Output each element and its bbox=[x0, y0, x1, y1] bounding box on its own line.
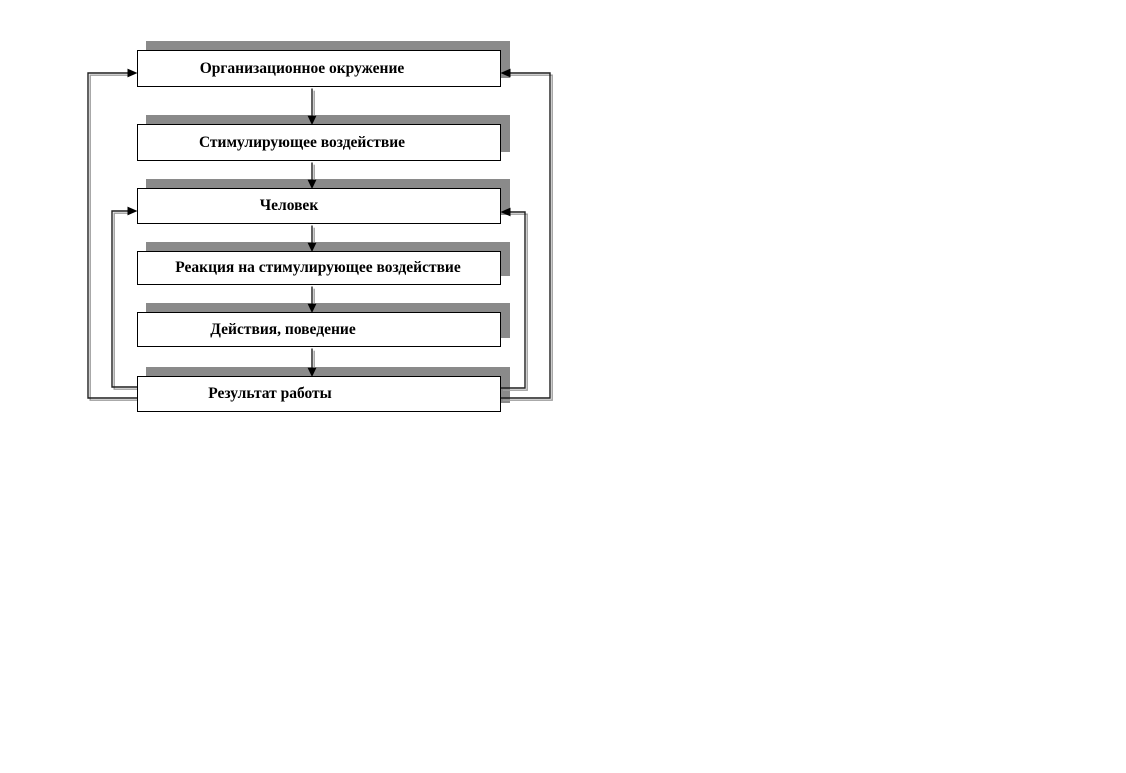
box-label-actions: Действия, поведение bbox=[210, 320, 356, 338]
feedback-arrowhead-left-inner-icon bbox=[127, 206, 138, 216]
feedback-arrowhead-left-outer-icon bbox=[127, 68, 138, 78]
diagram-box-actions: Действия, поведение bbox=[137, 312, 501, 347]
diagram-box-person: Человек bbox=[137, 188, 501, 224]
feedback-right-inner-line bbox=[501, 211, 526, 389]
box-label-stimulus: Стимулирующее воздействие bbox=[198, 133, 406, 151]
diagram-box-stimulus: Стимулирующее воздействие bbox=[137, 124, 501, 161]
box-label-org-environment: Организационное окружение bbox=[199, 59, 405, 77]
box-label-reaction: Реакция на стимулирующее воздействие bbox=[175, 259, 461, 276]
box-label-person: Человек bbox=[259, 197, 319, 214]
diagram-box-work-result: Результат работы bbox=[137, 376, 501, 412]
box-label-work-result: Результат работы bbox=[208, 385, 332, 402]
feedback-left-outer-line bbox=[87, 72, 137, 399]
diagram-box-org-environment: Организационное окружение bbox=[137, 50, 501, 87]
feedback-left-inner-line bbox=[111, 210, 137, 388]
diagram-box-reaction: Реакция на стимулирующее воздействие bbox=[137, 251, 501, 285]
